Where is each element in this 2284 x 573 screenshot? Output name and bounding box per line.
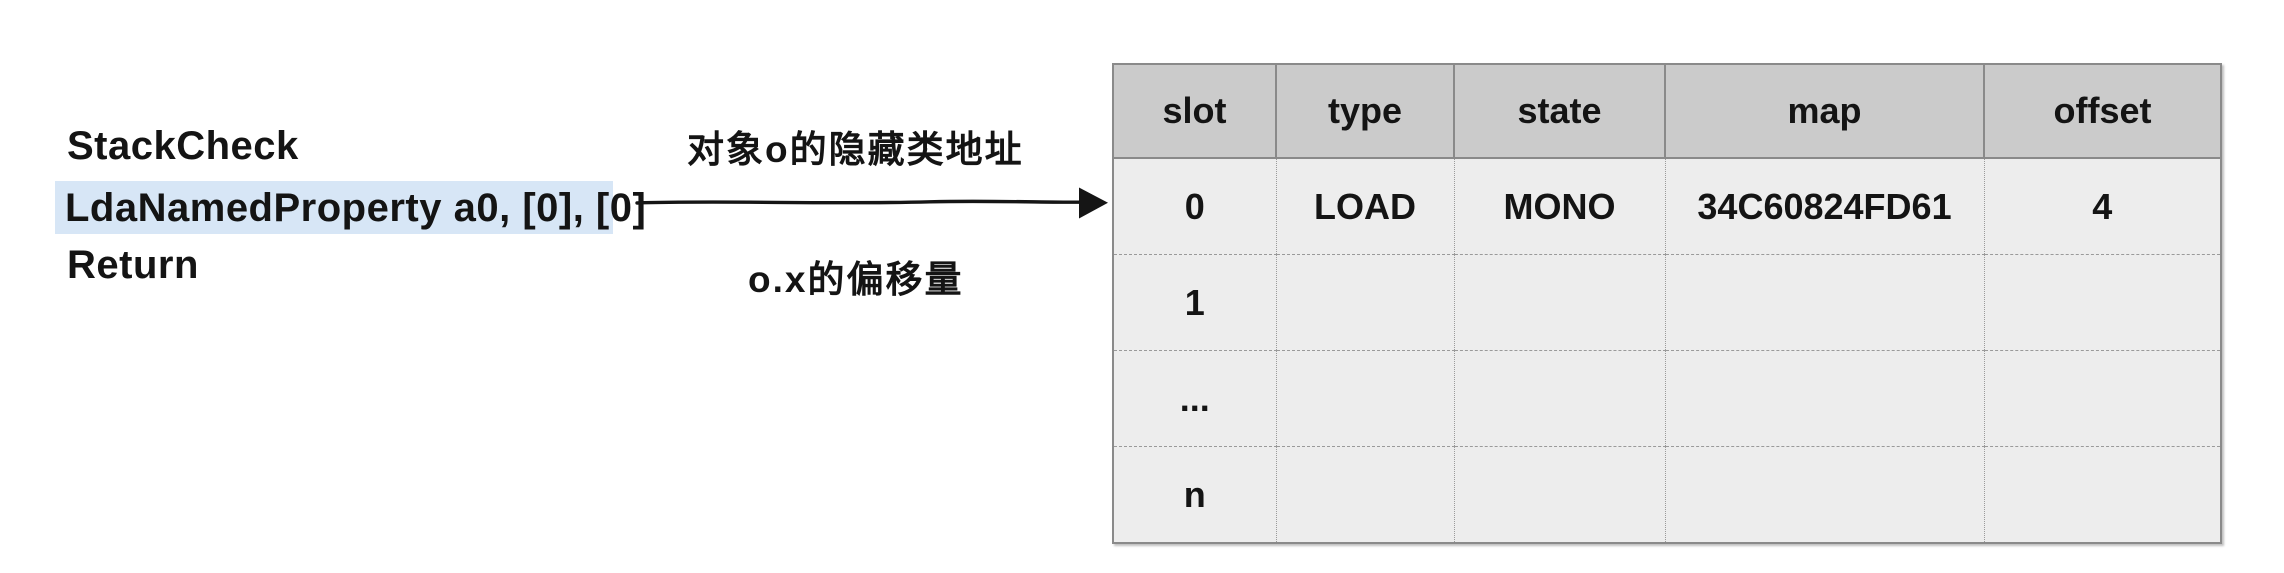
cell-type bbox=[1275, 446, 1455, 544]
cell-offset bbox=[1983, 350, 2222, 447]
cell-map bbox=[1664, 350, 1985, 447]
column-header-map: map bbox=[1664, 63, 1985, 159]
cell-slot: 0 bbox=[1112, 157, 1277, 255]
cell-state bbox=[1453, 254, 1666, 351]
column-header-offset: offset bbox=[1983, 63, 2222, 159]
table-row-slot-ellipsis: ... bbox=[1112, 350, 2222, 447]
cell-slot: n bbox=[1112, 446, 1277, 544]
cell-offset bbox=[1983, 446, 2222, 544]
arrow-label-hidden-class-address: 对象o的隐藏类地址 bbox=[687, 129, 1024, 170]
cell-offset bbox=[1983, 254, 2222, 351]
cell-map: 34C60824FD61 bbox=[1664, 157, 1985, 255]
bytecode-line-ldanamedproperty: LdaNamedProperty a0, [0], [0] bbox=[65, 186, 647, 230]
cell-offset: 4 bbox=[1983, 157, 2222, 255]
table-row-slot-1: 1 bbox=[1112, 254, 2222, 351]
table-header-row: slot type state map offset bbox=[1112, 63, 2222, 159]
cell-type bbox=[1275, 350, 1455, 447]
table-row-slot-0: 0 LOAD MONO 34C60824FD61 4 bbox=[1112, 157, 2222, 255]
cell-slot: 1 bbox=[1112, 254, 1277, 351]
cell-slot: ... bbox=[1112, 350, 1277, 447]
cell-type bbox=[1275, 254, 1455, 351]
feedback-vector-table: slot type state map offset 0 LOAD MONO 3… bbox=[1112, 63, 2222, 544]
column-header-slot: slot bbox=[1112, 63, 1277, 159]
cell-map bbox=[1664, 254, 1985, 351]
pointer-arrow-icon bbox=[635, 187, 1108, 219]
cell-map bbox=[1664, 446, 1985, 544]
column-header-state: state bbox=[1453, 63, 1666, 159]
cell-type: LOAD bbox=[1275, 157, 1455, 255]
bytecode-line-stackcheck: StackCheck bbox=[67, 124, 299, 168]
cell-state bbox=[1453, 446, 1666, 544]
arrow-label-offset: o.x的偏移量 bbox=[748, 259, 964, 300]
bytecode-highlight bbox=[55, 181, 613, 234]
cell-state: MONO bbox=[1453, 157, 1666, 255]
column-header-type: type bbox=[1275, 63, 1455, 159]
cell-state bbox=[1453, 350, 1666, 447]
bytecode-line-return: Return bbox=[67, 243, 199, 287]
table-row-slot-n: n bbox=[1112, 446, 2222, 544]
